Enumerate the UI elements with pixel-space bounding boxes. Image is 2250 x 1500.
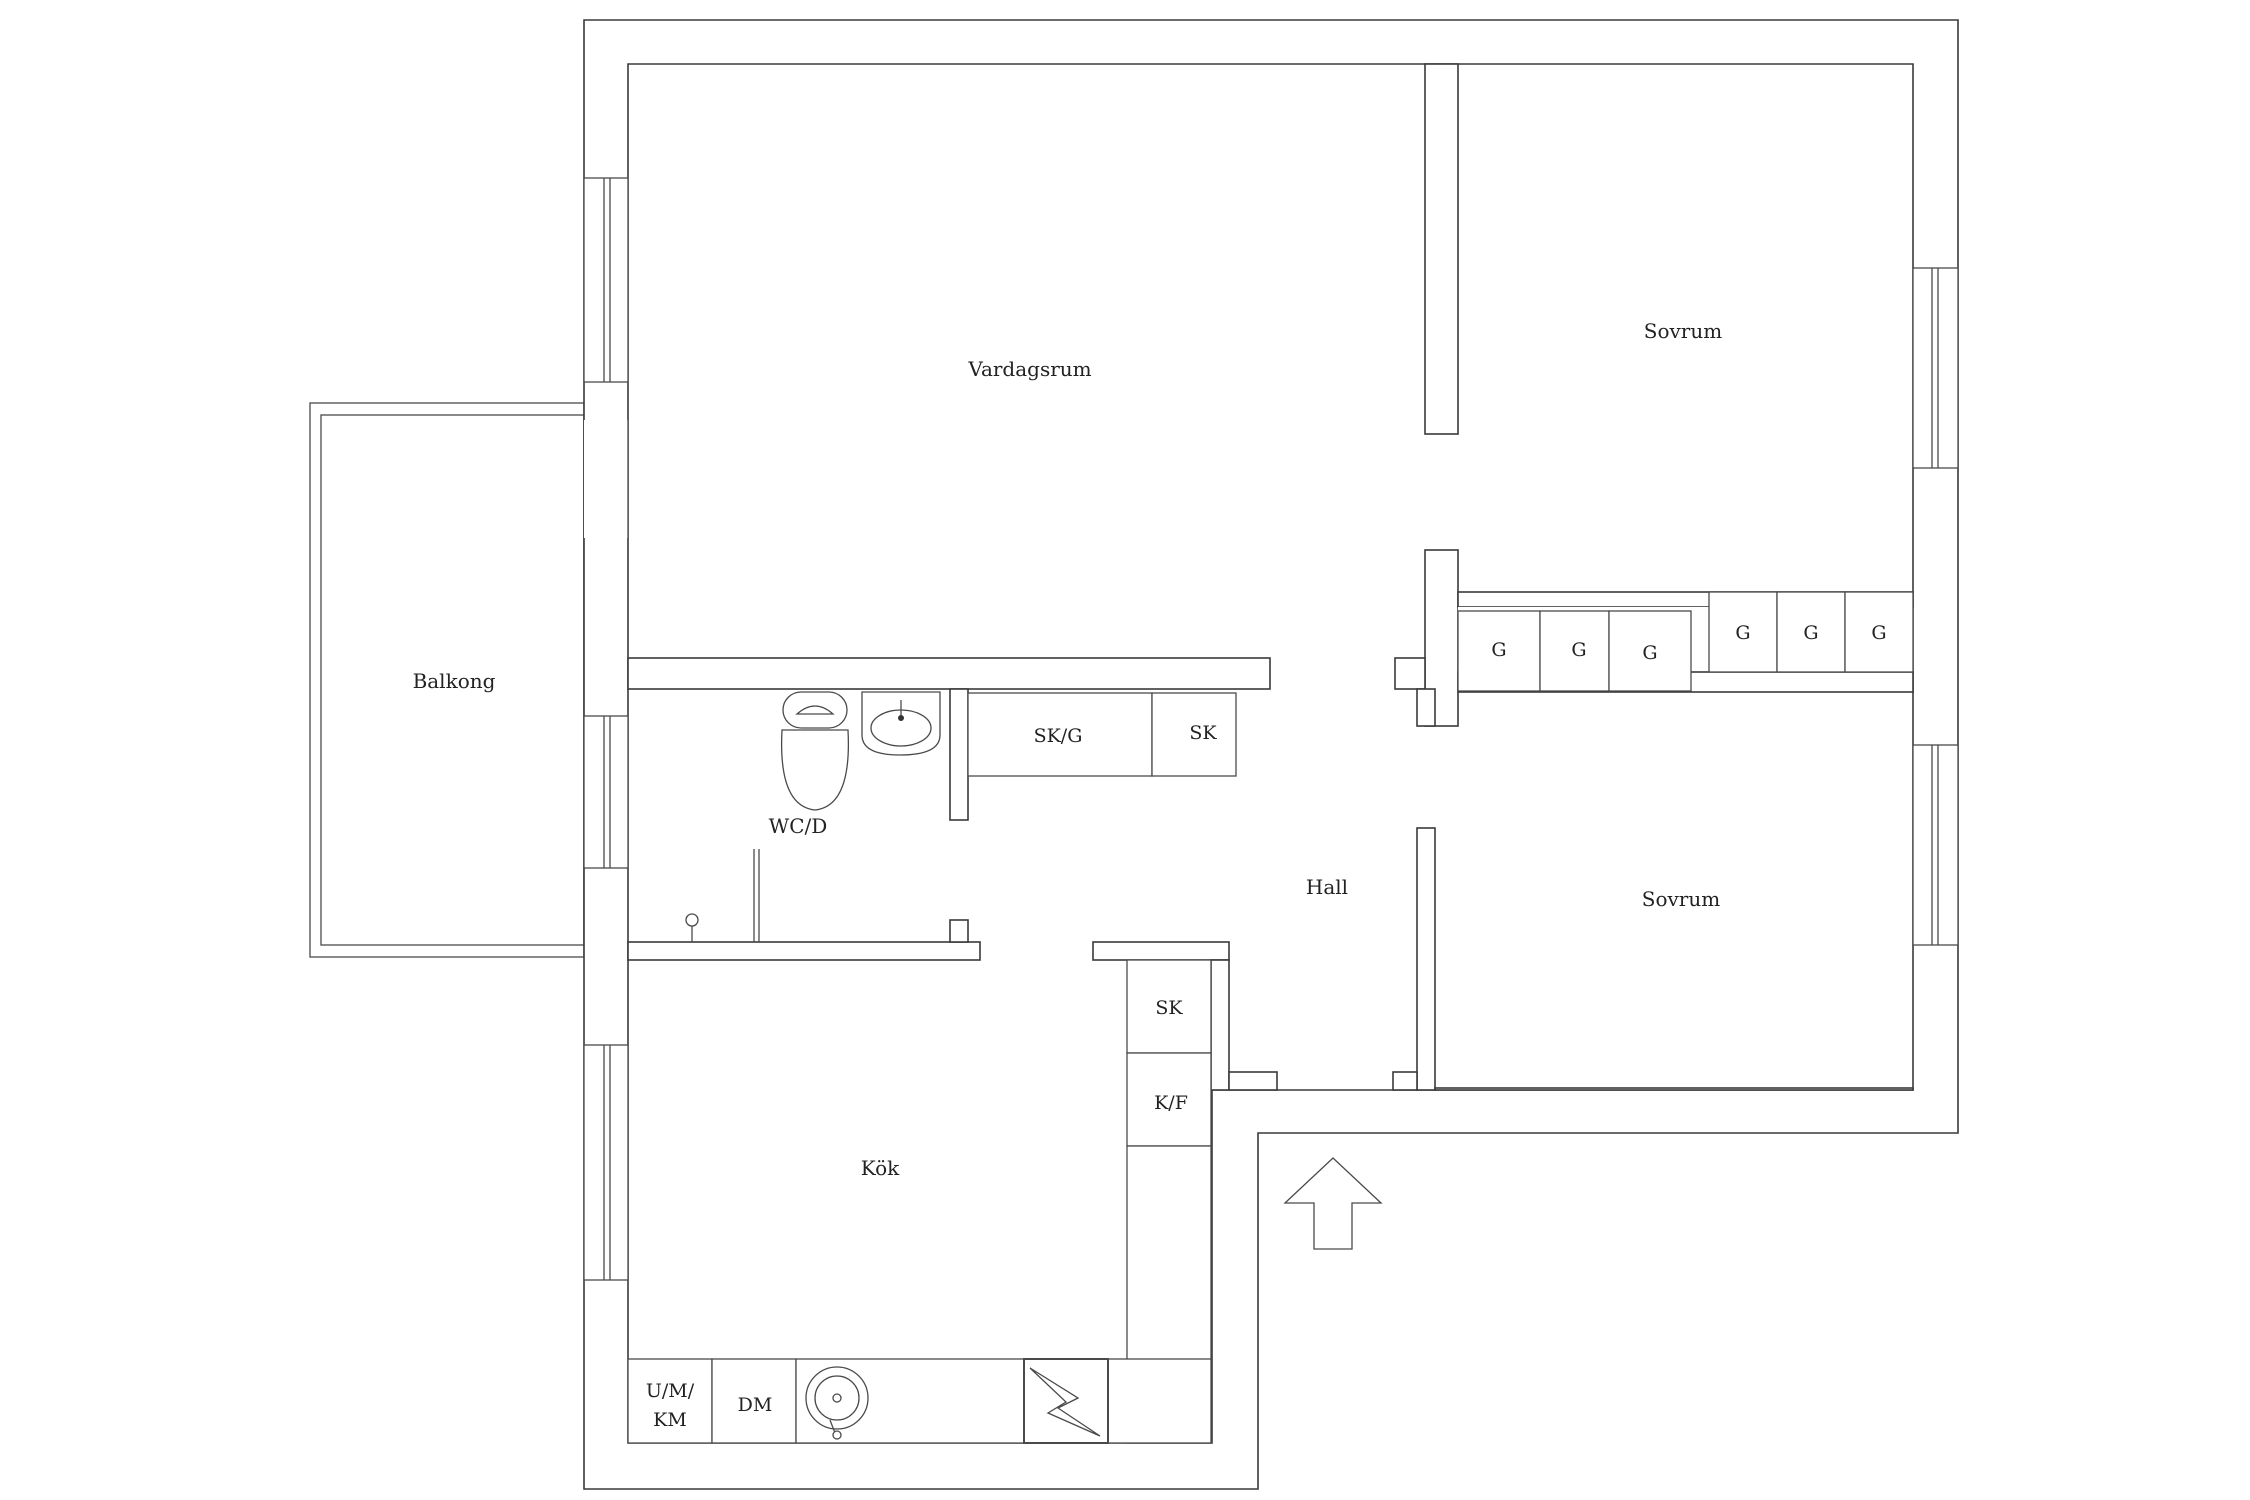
toilet-icon xyxy=(780,691,850,811)
interior-walls xyxy=(627,63,1914,1091)
label-wardrobe-1: G xyxy=(1491,639,1506,661)
label-washer-line2: KM xyxy=(653,1409,687,1431)
shower-icon xyxy=(685,849,760,942)
label-sk-bath: SK xyxy=(1189,722,1217,744)
room-label-bathroom: WC/D xyxy=(769,814,828,838)
entrance-arrow-icon xyxy=(1283,1157,1383,1250)
room-label-bedroom-top: Sovrum xyxy=(1644,319,1722,343)
room-label-bedroom-bottom: Sovrum xyxy=(1642,887,1720,911)
label-dishwasher: DM xyxy=(738,1394,773,1416)
wardrobes xyxy=(1457,591,1914,692)
kitchen-sink-icon xyxy=(805,1366,869,1440)
label-fridge-freezer: K/F xyxy=(1154,1092,1188,1114)
label-washer-line1: U/M/ xyxy=(646,1380,695,1402)
sink-icon xyxy=(861,691,941,756)
label-wardrobe-3: G xyxy=(1642,642,1657,664)
room-label-kitchen: Kök xyxy=(861,1156,900,1180)
label-wardrobe-6: G xyxy=(1871,622,1886,644)
room-label-living: Vardagsrum xyxy=(967,357,1091,381)
kitchen-counter xyxy=(627,1358,1212,1444)
label-sk-g: SK/G xyxy=(1034,725,1083,747)
label-wardrobe-4: G xyxy=(1735,622,1750,644)
label-sk-kitchen: SK xyxy=(1155,997,1183,1019)
windows xyxy=(583,177,1959,1281)
stove-icon xyxy=(1023,1358,1109,1444)
bath-closets xyxy=(967,692,1237,777)
balcony-door-opening xyxy=(584,420,628,538)
room-label-balcony: Balkong xyxy=(413,669,496,693)
label-wardrobe-5: G xyxy=(1803,622,1818,644)
room-label-hall: Hall xyxy=(1306,875,1348,899)
label-wardrobe-2: G xyxy=(1571,639,1586,661)
